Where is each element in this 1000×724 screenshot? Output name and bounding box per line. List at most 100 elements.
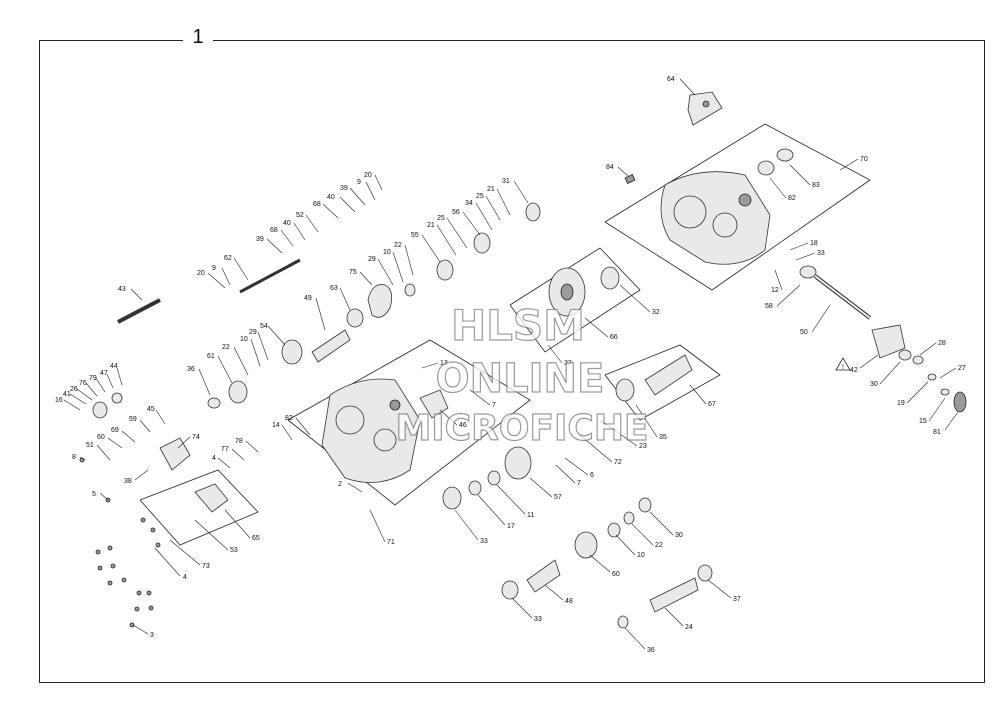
svg-text:44: 44 — [110, 363, 118, 370]
callout-33-upper: 33 — [795, 250, 825, 261]
callout-7-lower: 7 — [555, 464, 581, 487]
svg-text:18: 18 — [810, 240, 818, 247]
svg-text:41: 41 — [63, 391, 71, 398]
group-box-gear-66 — [509, 247, 641, 353]
callout-60-left: 60 — [97, 434, 123, 449]
bracket-74-part — [159, 437, 191, 471]
svg-text:10: 10 — [383, 249, 391, 256]
shift-drum-43-part — [117, 298, 161, 324]
callout-3: 3 — [132, 624, 154, 639]
shaft-49-part — [311, 329, 351, 363]
svg-text:60: 60 — [97, 434, 105, 441]
callout-52: 52 — [296, 212, 319, 233]
lower-housing-part — [321, 378, 421, 483]
washer-63-part — [346, 308, 364, 328]
diagram-frame — [39, 40, 985, 683]
callout-43: 43 — [118, 286, 143, 301]
svg-text:66: 66 — [610, 334, 618, 341]
callout-25-mid: 25 — [437, 215, 468, 249]
svg-text:61: 61 — [207, 353, 215, 360]
svg-text:10: 10 — [240, 336, 248, 343]
svg-text:!: ! — [842, 364, 844, 371]
callout-61: 61 — [207, 353, 233, 384]
svg-text:63: 63 — [330, 285, 338, 292]
svg-text:71: 71 — [387, 539, 395, 546]
svg-text:54: 54 — [260, 323, 268, 330]
svg-text:76: 76 — [79, 380, 87, 387]
svg-text:22: 22 — [394, 242, 402, 249]
callout-21-mid: 21 — [427, 222, 457, 256]
callout-26: 26 — [70, 386, 93, 401]
callout-35: 35 — [635, 404, 667, 441]
callout-7-upper: 7 — [469, 389, 496, 409]
callout-50: 50 — [800, 304, 831, 336]
warning-triangle-icon: ! — [835, 357, 851, 371]
svg-text:25: 25 — [476, 193, 484, 200]
svg-text:5: 5 — [92, 491, 96, 498]
svg-text:58: 58 — [765, 303, 773, 310]
callout-10-mid: 10 — [240, 336, 261, 367]
svg-text:21: 21 — [427, 222, 435, 229]
callout-83: 83 — [789, 164, 820, 189]
svg-text:20: 20 — [197, 270, 205, 277]
callout-75: 75 — [349, 269, 373, 286]
svg-text:35: 35 — [659, 434, 667, 441]
callout-71: 71 — [369, 509, 395, 546]
svg-text:19: 19 — [897, 400, 905, 407]
svg-text:38: 38 — [124, 478, 132, 485]
callout-4-upper: 4 — [212, 455, 231, 469]
callout-31: 31 — [502, 178, 529, 204]
callout-59: 59 — [129, 416, 151, 433]
chain-75-part — [367, 284, 393, 318]
callout-46: 46 — [439, 409, 467, 429]
svg-text:36: 36 — [187, 366, 195, 373]
callout-39-mid: 39 — [256, 236, 283, 254]
svg-text:51: 51 — [86, 442, 94, 449]
svg-text:40: 40 — [283, 220, 291, 227]
callout-36-lower: 36 — [624, 627, 655, 654]
lower-gear-train — [442, 470, 713, 629]
svg-text:39: 39 — [256, 236, 264, 243]
pin-84-part — [624, 174, 636, 184]
group-box-input-shaft — [604, 344, 721, 421]
callout-73: 73 — [169, 539, 210, 570]
svg-text:2: 2 — [338, 481, 342, 488]
callout-41: 41 — [63, 391, 87, 405]
callout-53: 53 — [194, 519, 238, 554]
svg-text:MICROFICHE: MICROFICHE — [395, 408, 648, 449]
callout-69: 69 — [111, 427, 136, 443]
callout-51: 51 — [86, 442, 111, 461]
callout-76: 76 — [79, 380, 98, 397]
svg-text:73: 73 — [202, 563, 210, 570]
svg-text:60: 60 — [612, 571, 620, 578]
callout-39-top: 39 — [340, 185, 366, 206]
callout-74: 74 — [177, 434, 200, 449]
callout-21-top: 21 — [487, 186, 511, 216]
callout-38: 38 — [124, 469, 149, 485]
callout-29-top: 29 — [368, 256, 394, 286]
svg-text:52: 52 — [296, 212, 304, 219]
svg-text:17: 17 — [507, 523, 515, 530]
callout-22-lower: 22 — [631, 523, 663, 549]
svg-text:36: 36 — [647, 647, 655, 654]
upper-housing-part — [660, 171, 771, 265]
callout-9-top: 9 — [357, 179, 376, 201]
svg-text:14: 14 — [272, 422, 280, 429]
svg-text:47: 47 — [100, 370, 108, 377]
callout-70: 70 — [839, 156, 868, 171]
svg-text:53: 53 — [230, 547, 238, 554]
callout-20-mid: 20 — [197, 270, 226, 289]
callout-37: 37 — [707, 579, 741, 603]
svg-text:79: 79 — [89, 375, 97, 382]
callout-45: 45 — [147, 406, 166, 425]
seal-82-part — [757, 160, 775, 176]
callout-63: 63 — [330, 285, 351, 311]
gear-57-part — [504, 446, 532, 480]
callout-77: 77 — [221, 446, 245, 461]
svg-text:16: 16 — [55, 397, 63, 404]
callout-30-lower: 30 — [649, 511, 683, 539]
callout-55: 55 — [411, 232, 441, 263]
callout-47: 47 — [100, 370, 114, 389]
callout-40-top: 40 — [327, 194, 356, 213]
